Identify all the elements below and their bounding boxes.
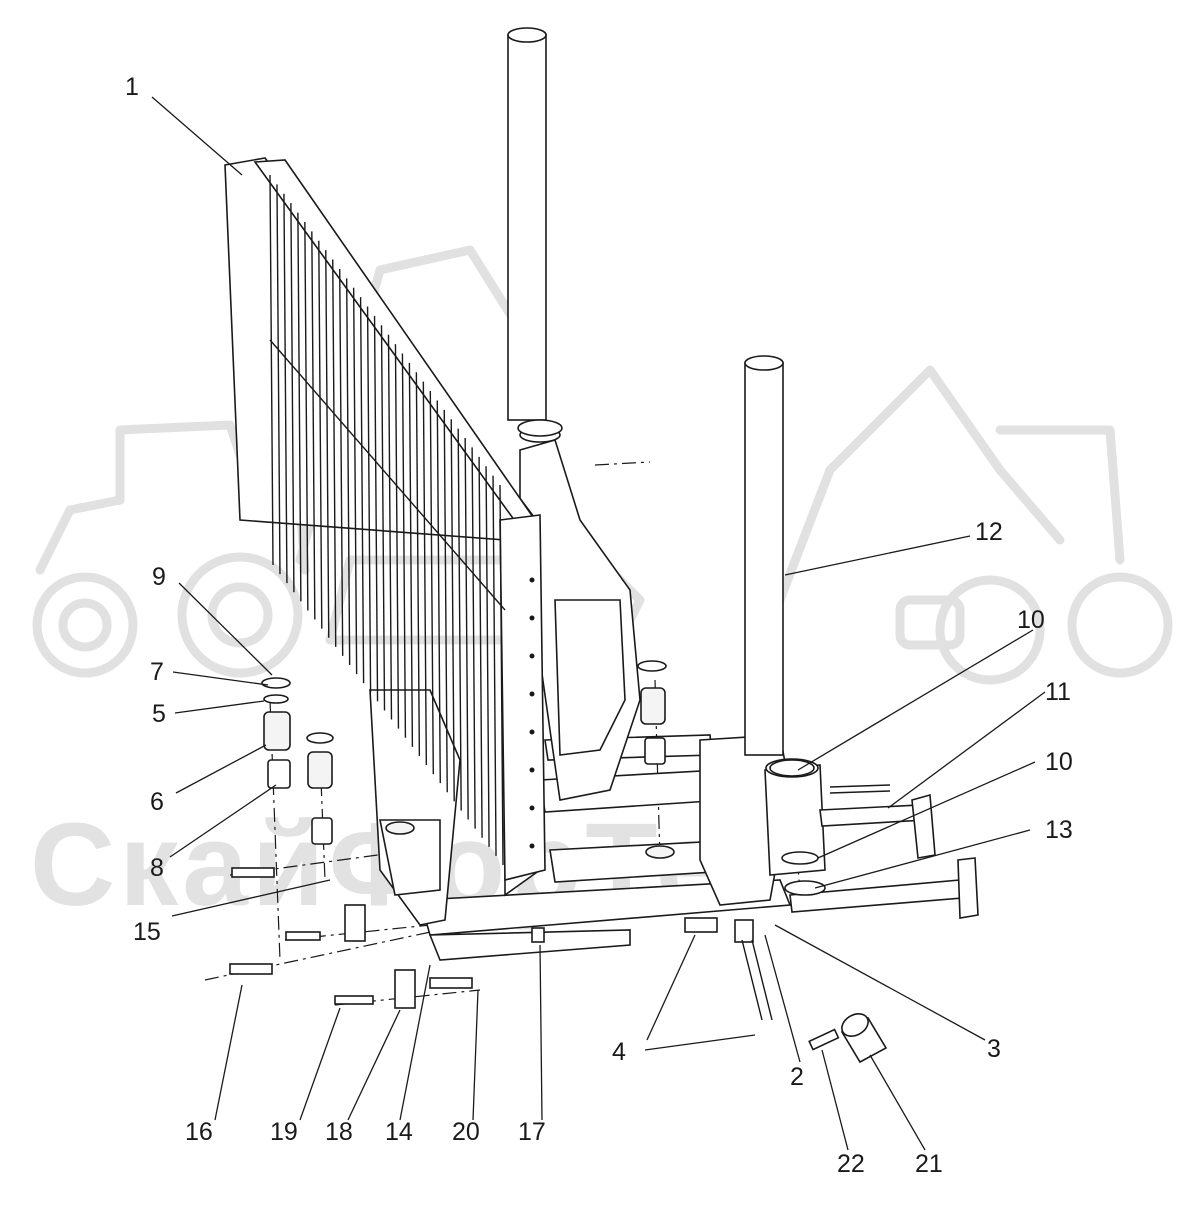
radiator-fin (332, 259, 337, 647)
callout-10-b: 10 (1045, 748, 1073, 776)
callout-15: 15 (133, 918, 161, 946)
radiator-fin (422, 381, 428, 766)
radiator-fin (485, 466, 490, 847)
callout-12: 12 (975, 518, 1003, 546)
tank-bolt (529, 805, 535, 811)
radiator-fin (366, 306, 372, 693)
radiator-fin (387, 334, 393, 720)
radiator-fin (269, 174, 274, 566)
callout-labels: 1 2 3 4 4 5 6 7 8 8 9 10 10 11 12 13 14 … (125, 73, 1073, 1178)
pipe-right (744, 355, 815, 777)
callout-13: 13 (1045, 816, 1073, 844)
radiator-fin (345, 278, 351, 666)
mount-stack-left (261, 677, 291, 789)
callout-8-a: 8 (150, 854, 164, 882)
callout-19: 19 (270, 1118, 298, 1146)
radiator-fin (436, 400, 441, 784)
callout-9: 9 (152, 563, 166, 591)
callout-14: 14 (385, 1118, 413, 1146)
radiator-fin (338, 268, 344, 656)
radiator-fin (464, 438, 469, 820)
callout-11: 11 (1045, 678, 1071, 706)
callout-2: 2 (790, 1063, 804, 1091)
radiator-fin (304, 221, 309, 611)
radiator-fin (478, 456, 483, 838)
callout-22: 22 (837, 1150, 865, 1178)
main-frame (369, 427, 826, 961)
radiator-core (224, 157, 546, 897)
radiator-fin (415, 372, 421, 756)
callout-3: 3 (987, 1035, 1001, 1063)
radiator-fin (325, 250, 330, 638)
radiator-fin (457, 428, 462, 811)
tank-bolt (529, 767, 535, 773)
callout-7: 7 (150, 658, 164, 686)
radiator-fin (499, 484, 504, 866)
radiator-fins (269, 174, 504, 866)
tank-bolt (529, 691, 535, 697)
leader-lines (151, 96, 1046, 1151)
tube-sleeve (840, 1013, 888, 1064)
radiator-fin (311, 231, 316, 620)
radiator-fin (408, 362, 414, 747)
radiator-fin (318, 240, 323, 629)
radiator-tank-bolts (529, 577, 535, 849)
callout-5: 5 (152, 700, 166, 728)
support-arms (781, 784, 979, 919)
radiator-fin (471, 447, 476, 829)
callout-18: 18 (325, 1118, 353, 1146)
radiator-fin (450, 419, 455, 802)
mount-stack-right (637, 660, 667, 765)
callout-6: 6 (150, 788, 164, 816)
tank-bolt (529, 615, 535, 621)
radiator-fin (359, 297, 365, 684)
radiator-fin (276, 184, 281, 575)
radiator-fin (290, 203, 295, 593)
mount-stack-middle (306, 732, 334, 845)
radiator-fin (394, 344, 400, 729)
radiator-fin (373, 315, 379, 702)
radiator-fin (283, 193, 288, 584)
callout-21: 21 (915, 1150, 943, 1178)
callout-4-a: 4 (612, 1038, 626, 1066)
radiator-fin (492, 475, 497, 856)
tank-bolt (529, 653, 535, 659)
radiator-fin (401, 353, 407, 738)
callout-20: 20 (452, 1118, 480, 1146)
radiator-fin (380, 325, 386, 711)
tank-bolt (529, 729, 535, 735)
pipe-left (507, 27, 563, 437)
radiator-fin (443, 409, 448, 793)
callout-17: 17 (518, 1118, 546, 1146)
radiator-fin (429, 391, 435, 775)
tank-bolt (529, 577, 535, 583)
radiator-fin (352, 287, 358, 675)
radiator-fin (297, 212, 302, 602)
tank-bolt (529, 843, 535, 849)
callout-10-a: 10 (1017, 606, 1045, 634)
callout-16: 16 (185, 1118, 213, 1146)
fasteners (229, 867, 840, 1051)
callout-1: 1 (125, 73, 139, 101)
